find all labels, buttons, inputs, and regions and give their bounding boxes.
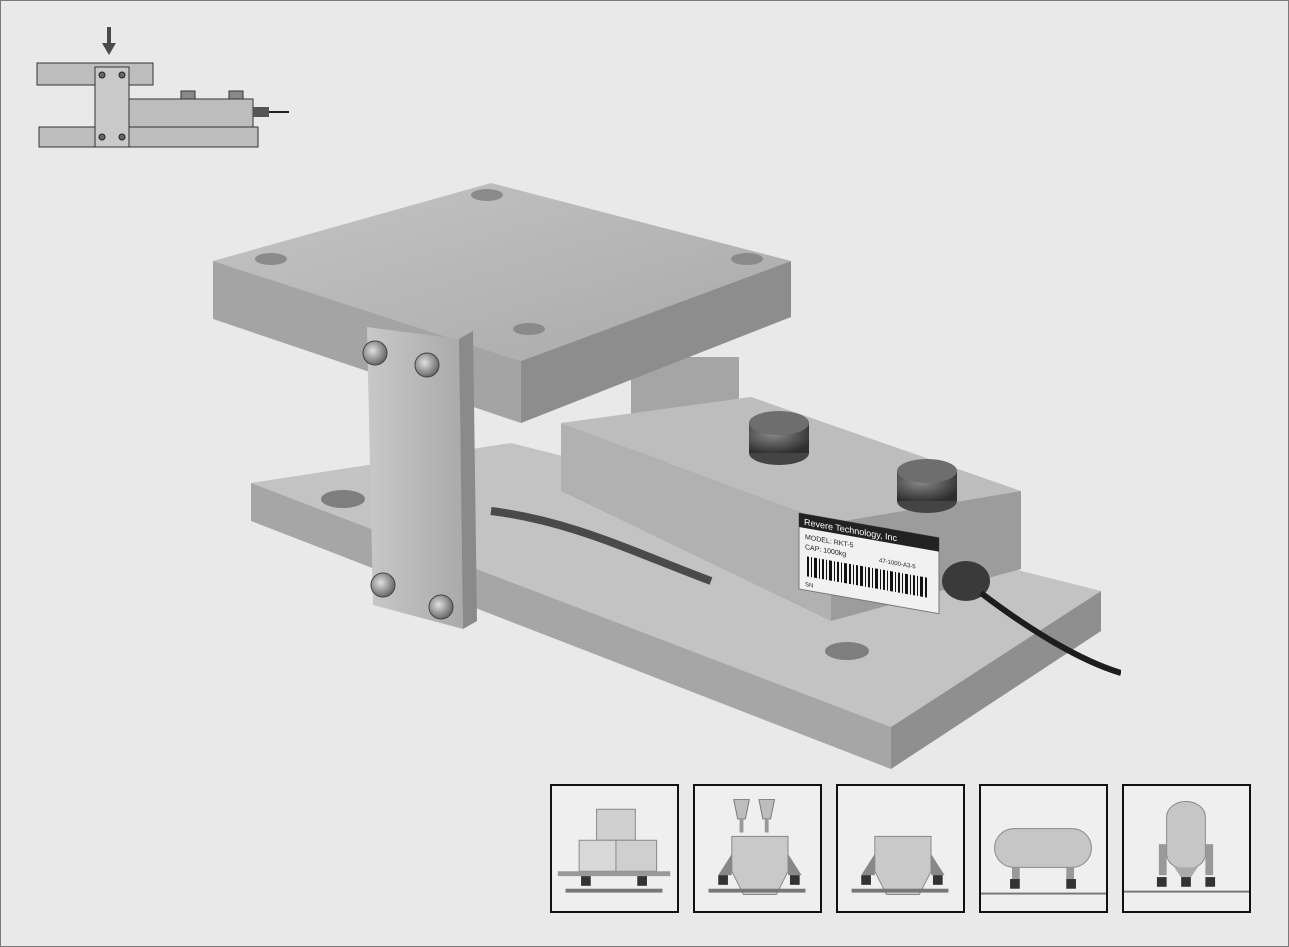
hex-bolt [749,411,809,465]
hex-bolt [897,459,957,513]
schematic-bottom-plate [38,126,259,148]
hopper-icon [851,835,949,896]
bracket-screw [428,594,454,620]
barcode [807,556,927,598]
schematic-bolt [228,90,244,100]
vertical-tank-icon [1124,801,1249,893]
down-arrow-icon [102,27,116,55]
bracket-screw [362,340,388,366]
side-bracket [362,327,477,629]
stacked-boxes-platform-icon [557,808,671,893]
schematic-connector [253,107,269,117]
weigh-module-photo: Revere Technology, Inc MODEL: RKT-5 CAP:… [213,183,1121,769]
sensor-cable [942,561,1121,676]
application-tile-double-hopper [693,784,822,913]
load-cell-label: Revere Technology, Inc MODEL: RKT-5 CAP:… [798,512,940,615]
mount-schematic [36,27,289,148]
application-tile-hopper [836,784,965,913]
double-hopper-icon [708,799,806,896]
application-tile-stacked-boxes [550,784,679,913]
horizontal-tank-icon [981,828,1106,895]
bracket-screw [414,352,440,378]
schematic-load-cell [128,98,254,128]
schematic-side-bracket [94,66,130,148]
cable-channel [490,507,713,585]
application-tile-vertical-tank [1122,784,1251,913]
label-serial: SN [805,582,813,589]
bracket-screw [370,572,396,598]
application-tile-horizontal-tank [979,784,1108,913]
schematic-bolt [180,90,196,100]
